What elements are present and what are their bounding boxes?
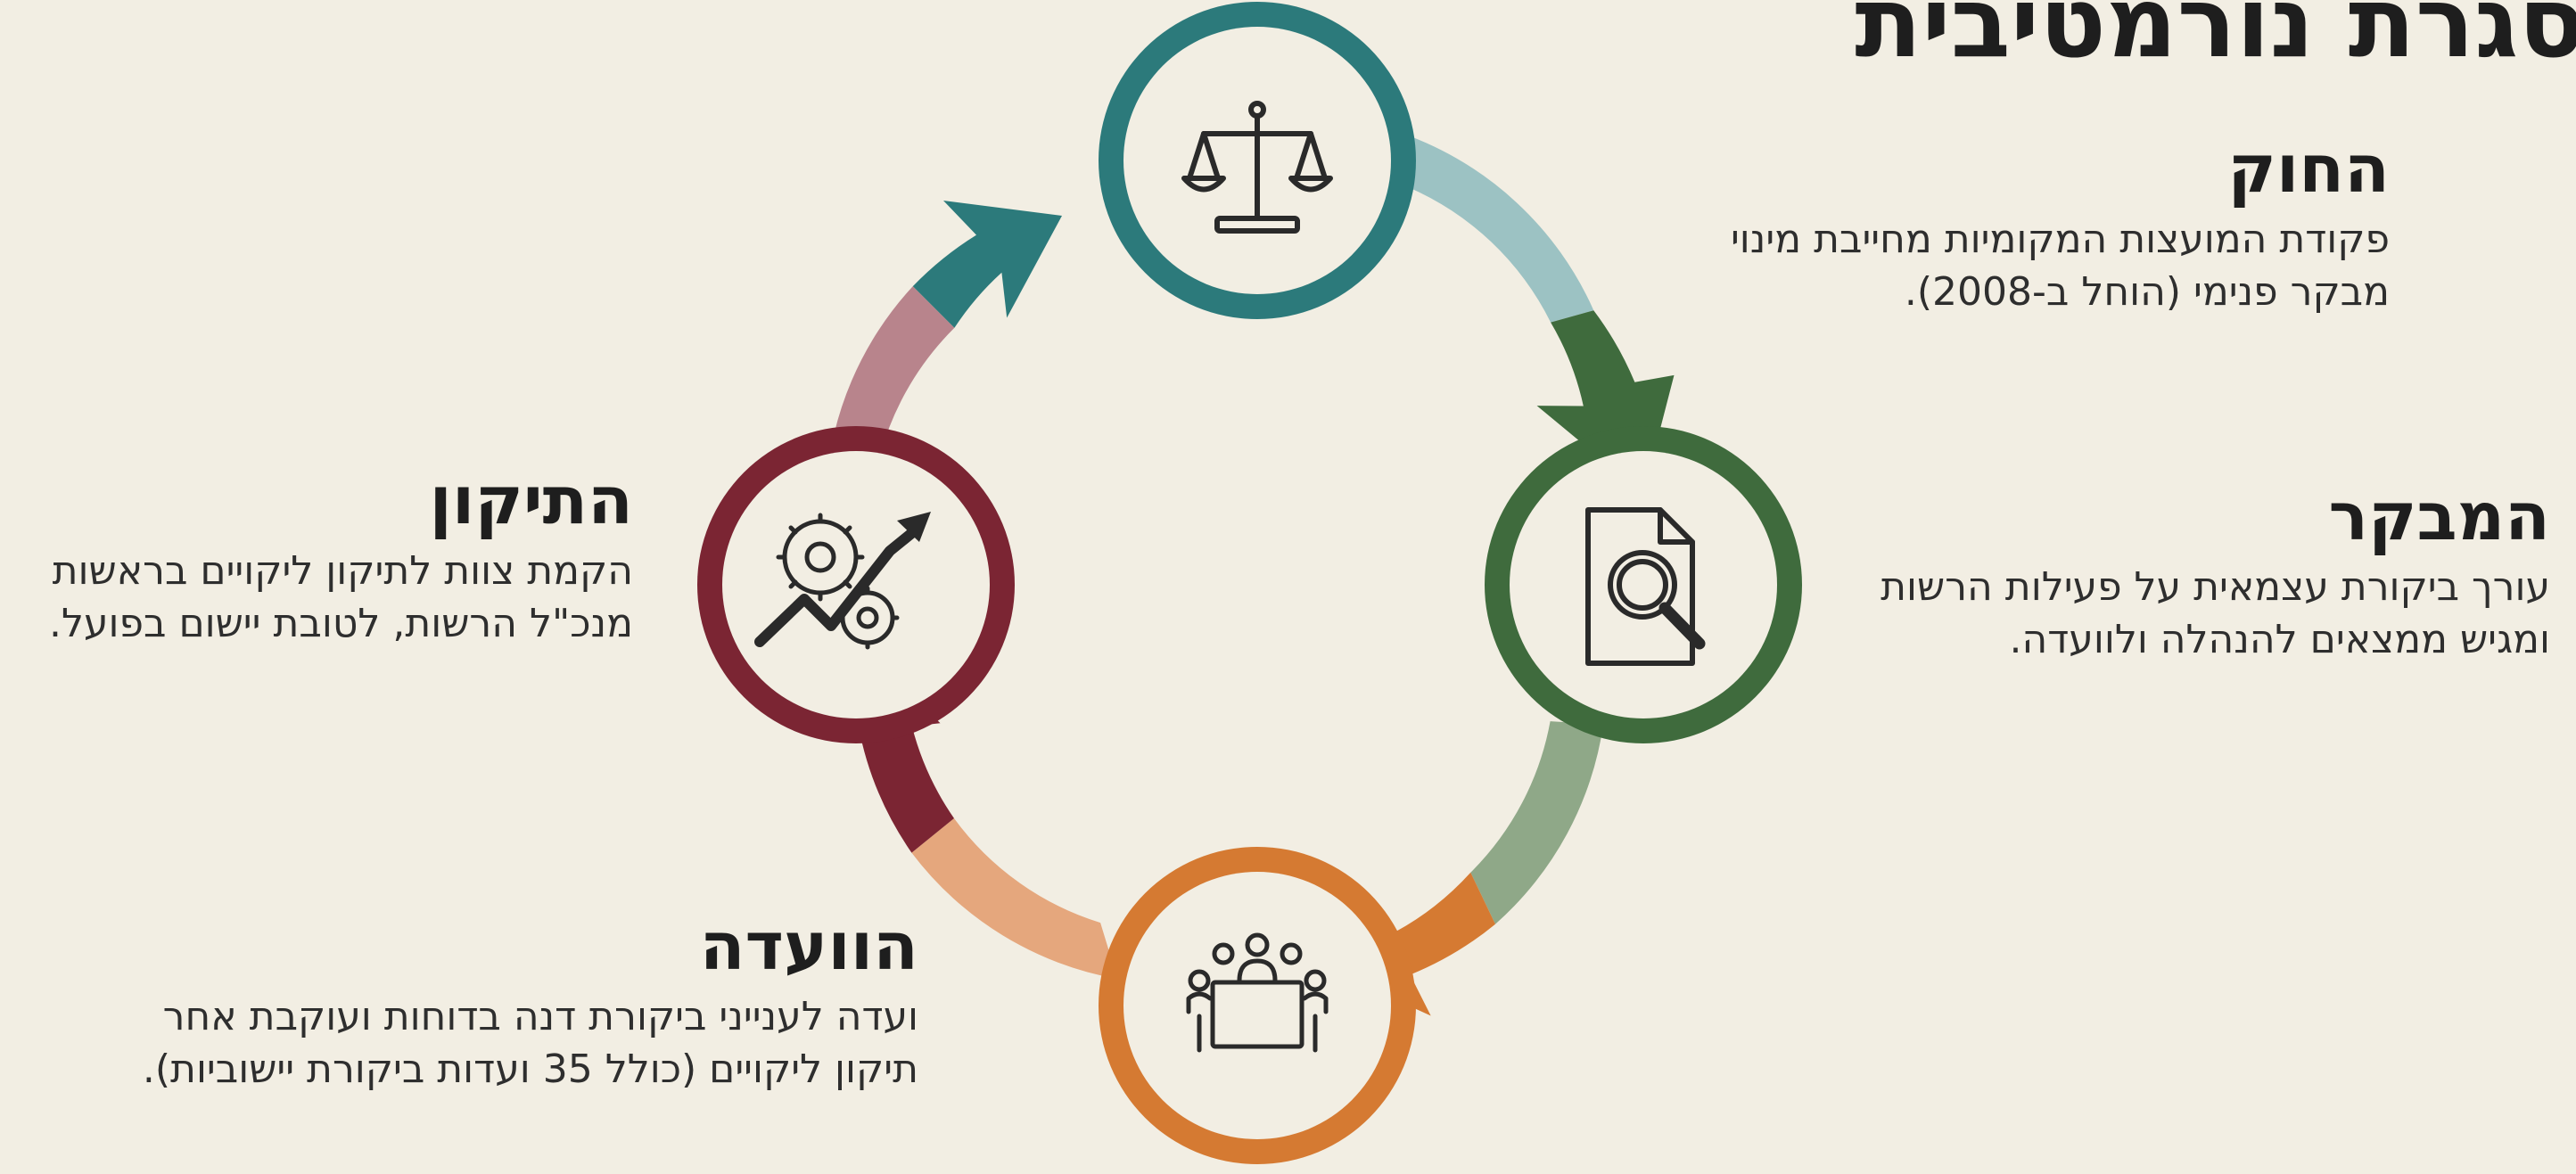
committee-heading: הוועדה bbox=[699, 908, 918, 985]
committee-text-block: הוועדה ועדה לענייני ביקורת דנה בדוחות וע… bbox=[134, 908, 918, 1096]
correction-node bbox=[697, 426, 1015, 743]
committee-description: ועדה לענייני ביקורת דנה בדוחות ועוקבת אח… bbox=[142, 994, 918, 1093]
document-magnifier-icon bbox=[1585, 507, 1706, 666]
page-title: סגרת נורמטיבית bbox=[1855, 0, 2576, 79]
auditor-description: עורך ביקורת עצמאית על פעילות הרשות ומגיש… bbox=[1881, 564, 2550, 663]
correction-text-block: התיקון הקמת צוות לתיקון ליקויים בראשות מ… bbox=[9, 463, 633, 651]
auditor-text-block: המבקר עורך ביקורת עצמאית על פעילות הרשות… bbox=[1837, 479, 2550, 667]
law-node bbox=[1099, 2, 1416, 319]
correction-heading: התיקון bbox=[429, 463, 633, 539]
law-heading: החוק bbox=[2227, 131, 2390, 208]
scales-of-justice-icon bbox=[1181, 101, 1333, 234]
auditor-node bbox=[1485, 426, 1802, 743]
gears-trend-arrow-icon bbox=[754, 512, 931, 650]
meeting-table-icon bbox=[1186, 932, 1329, 1053]
law-description: פקודת המועצות המקומיות מחייבת מינוי מבקר… bbox=[1730, 217, 2390, 316]
auditor-heading: המבקר bbox=[2328, 479, 2550, 555]
committee-node bbox=[1099, 847, 1416, 1164]
law-text-block: החוק פקודת המועצות המקומיות מחייבת מינוי… bbox=[1676, 131, 2390, 319]
correction-description: הקמת צוות לתיקון ליקויים בראשות מנכ"ל הר… bbox=[49, 548, 633, 647]
